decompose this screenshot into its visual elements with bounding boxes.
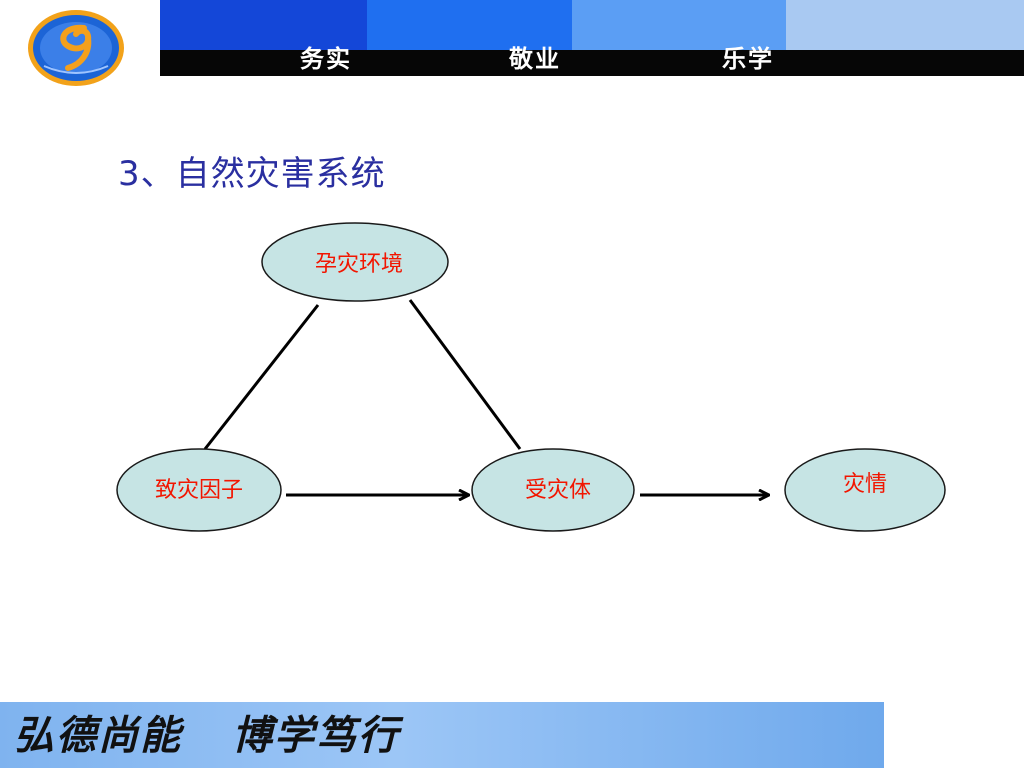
node-environment-label: 孕灾环境	[315, 252, 403, 277]
header-motto-item: 务实	[300, 45, 352, 73]
footer-slogan-part: 博学笃行	[231, 712, 400, 759]
header-band-segment	[572, 0, 786, 50]
header-black-bar	[160, 50, 1024, 76]
header-motto-item: 乐学	[722, 45, 774, 73]
footer-slogan-part: 弘德尚能	[14, 712, 182, 759]
slide-footer: 弘德尚能 博学笃行	[0, 702, 884, 768]
edge-environment-hazard	[203, 304, 320, 450]
header-motto-item: 敬业	[509, 45, 561, 73]
node-disaster-label: 灾情	[843, 472, 887, 497]
header-band-segment	[367, 0, 572, 50]
node-disaster: 灾情	[784, 448, 946, 532]
header-band: 务实 敬业 乐学	[160, 0, 1024, 76]
header-band-segment	[160, 0, 367, 50]
node-hazard-label: 致灾因子	[155, 478, 243, 503]
slide-title: 3、自然灾害系统	[118, 154, 386, 194]
footer-slogan: 弘德尚能 博学笃行	[14, 712, 400, 760]
node-exposure-label: 受灾体	[525, 478, 591, 503]
node-environment: 孕灾环境	[261, 222, 449, 302]
edge-environment-exposure	[408, 299, 522, 450]
node-hazard: 致灾因子	[116, 448, 282, 532]
node-exposure: 受灾体	[471, 448, 635, 532]
header-band-segment	[786, 0, 1024, 50]
school-logo-icon	[28, 10, 124, 86]
slide-header: 务实 敬业 乐学	[0, 0, 1024, 90]
